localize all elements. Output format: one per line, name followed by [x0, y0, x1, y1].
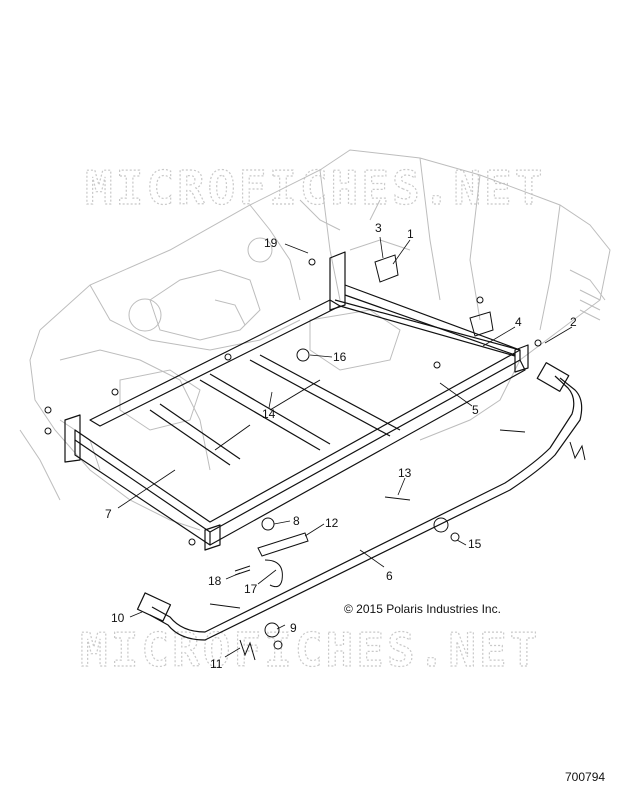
callout-7: 7	[105, 507, 112, 521]
watermark-top: MICROFICHES.NET	[85, 161, 545, 215]
callout-14: 14	[262, 407, 276, 421]
callout-2: 2	[570, 315, 577, 329]
callout-3: 3	[375, 221, 382, 235]
callout-19: 19	[264, 236, 278, 250]
callout-10: 10	[111, 611, 125, 625]
callout-5: 5	[472, 403, 479, 417]
drawing-number: 700794	[565, 770, 606, 784]
small-parts	[44, 254, 586, 661]
callout-9: 9	[290, 621, 297, 635]
frame-assembly	[64, 251, 529, 551]
callout-4: 4	[515, 315, 522, 329]
leader-lines	[117, 236, 573, 658]
callout-15: 15	[468, 537, 482, 551]
callout-1: 1	[407, 227, 414, 241]
callout-16: 16	[333, 350, 347, 364]
copyright-notice: © 2015 Polaris Industries Inc.	[344, 602, 501, 616]
callout-6: 6	[386, 569, 393, 583]
cargo-bed-outline	[19, 149, 611, 531]
callout-labels: 3 1 2 4 5 6 7 8 9 10 11 12 13 14 15 16 1…	[105, 221, 577, 671]
callout-11: 11	[210, 657, 223, 671]
callout-18: 18	[208, 574, 222, 588]
callout-8: 8	[293, 514, 300, 528]
callout-13: 13	[398, 466, 412, 480]
stabilizer-bar	[136, 362, 583, 641]
watermark-bottom: MICROFICHES.NET	[80, 623, 540, 677]
callout-17: 17	[244, 582, 258, 596]
callout-12: 12	[325, 516, 339, 530]
